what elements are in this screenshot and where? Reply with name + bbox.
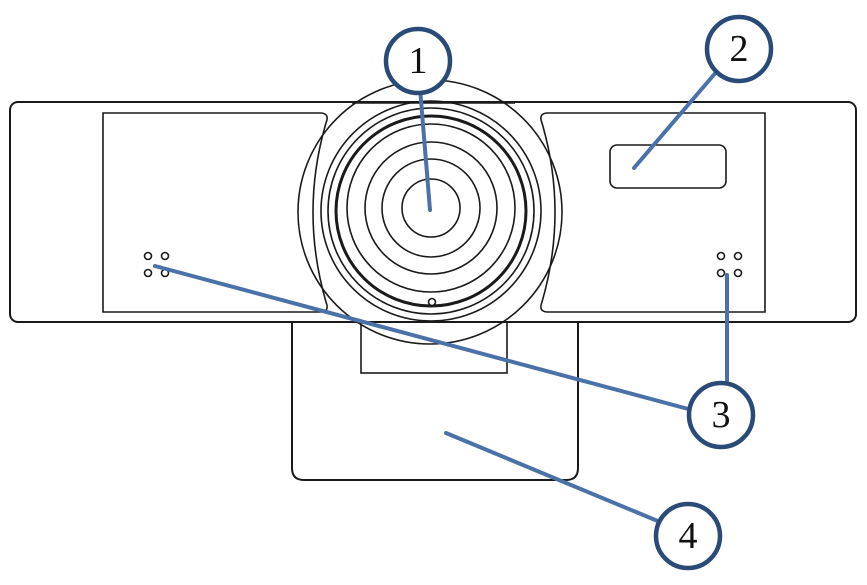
callout-3-label: 3 (712, 394, 731, 436)
callout-4-leader (444, 431, 662, 524)
camera-body (9, 101, 857, 323)
lens-assembly (297, 79, 563, 345)
callout-2-leader (632, 68, 720, 170)
callout-4: 4 (653, 501, 723, 571)
callout-1-leader (418, 86, 432, 212)
callout-1-label: 1 (409, 40, 428, 82)
right-panel (540, 112, 766, 313)
callout-3-leader-left (153, 264, 694, 412)
right-microphone (716, 251, 743, 278)
callout-2-label: 2 (730, 28, 749, 70)
callout-2: 2 (704, 14, 774, 84)
lens-indicator-dot (427, 297, 437, 307)
indicator-window (609, 144, 727, 189)
callout-1: 1 (383, 26, 453, 96)
callout-4-label: 4 (679, 515, 698, 557)
callout-3: 3 (686, 380, 756, 450)
